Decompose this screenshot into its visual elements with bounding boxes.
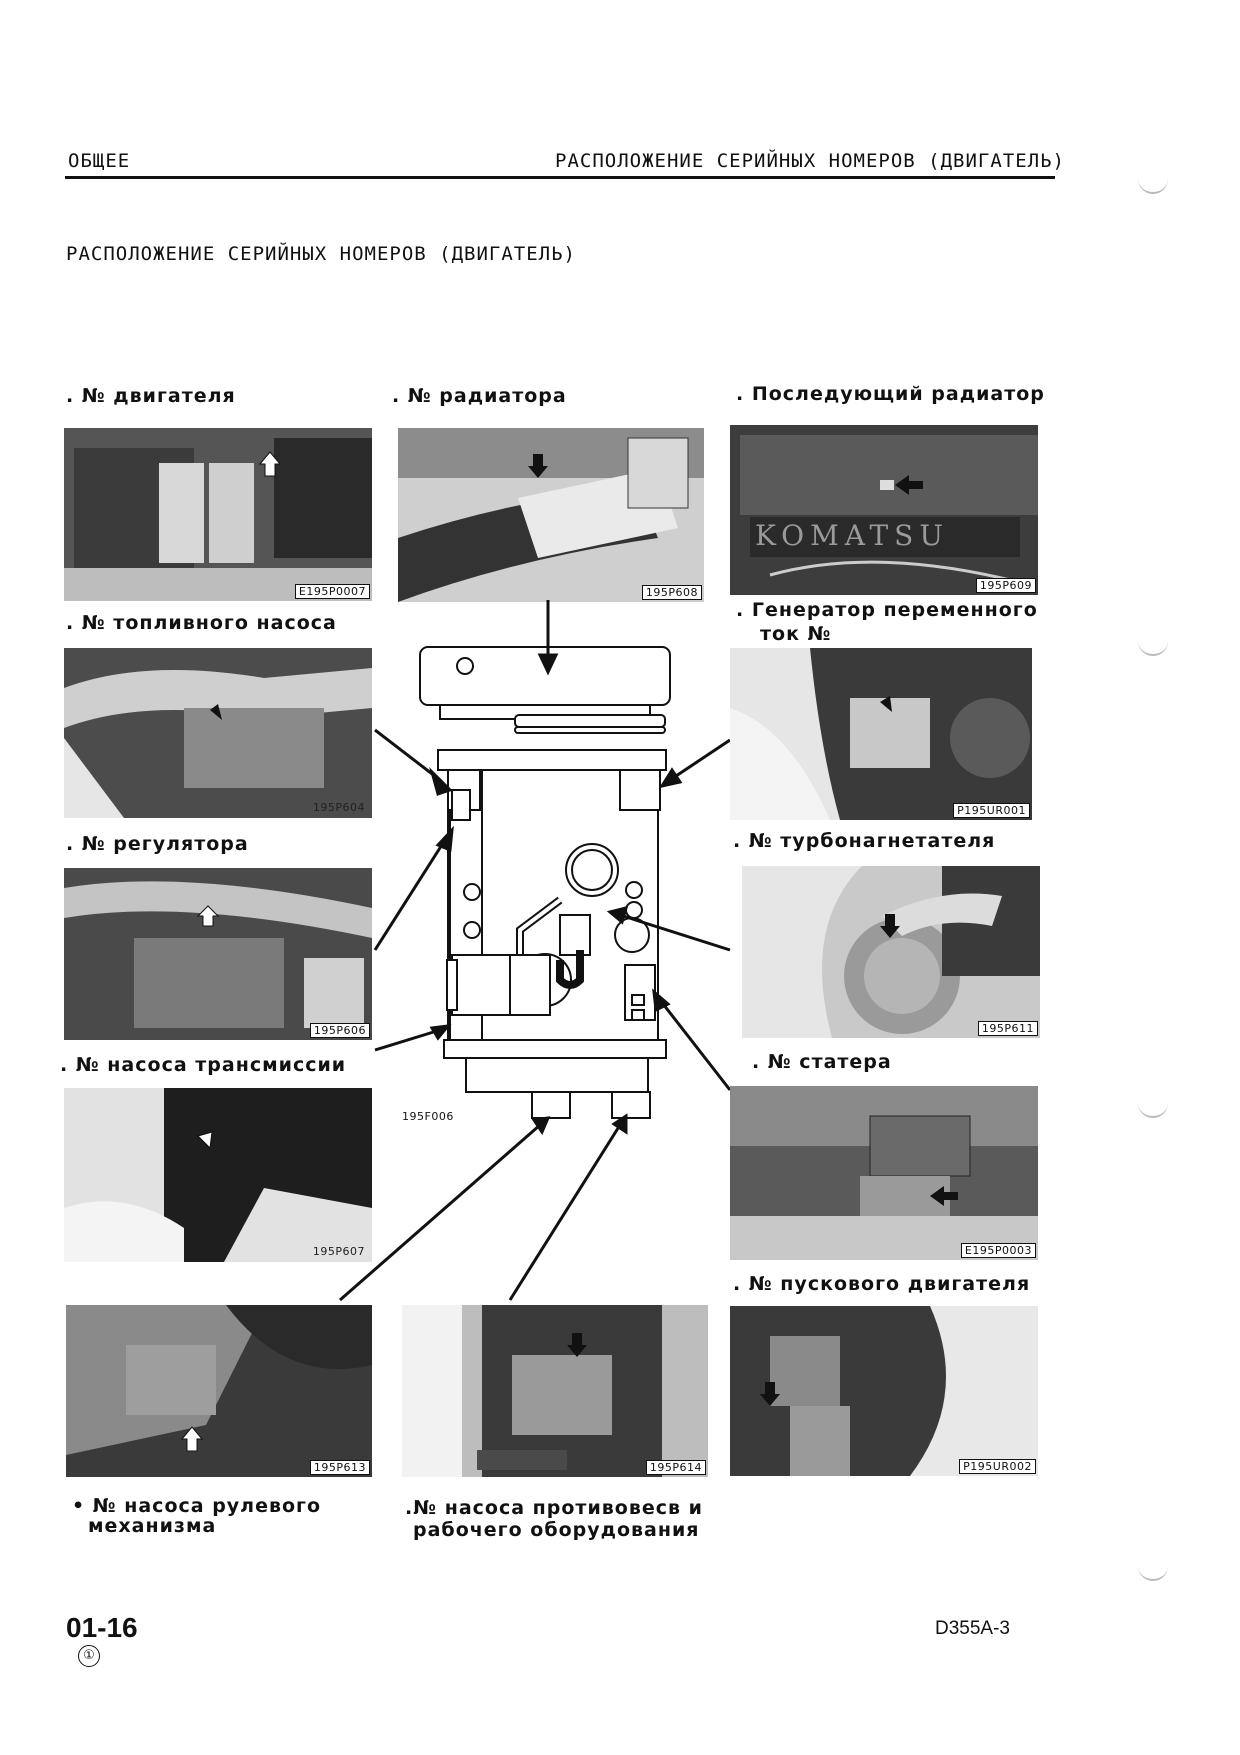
counterweight-pump-caption-2: рабочего оборудования xyxy=(413,1519,700,1541)
engine-photo: E195P0007 xyxy=(64,428,372,601)
engine-caption: . № двигателя xyxy=(66,385,236,407)
header-rule xyxy=(65,176,1055,179)
punch-mark xyxy=(1138,168,1168,194)
governor-photo: 195P606 xyxy=(64,868,372,1040)
turbo-caption: . № турбонагнетателя xyxy=(733,830,996,852)
counterweight-pump-caption-1: .№ насоса противовесв и xyxy=(405,1497,703,1519)
photo-code: 195P609 xyxy=(975,578,1036,593)
steering-pump-photo: 195P613 xyxy=(66,1305,372,1477)
photo-code: 195P611 xyxy=(977,1021,1038,1036)
page-number: 01-16 xyxy=(66,1612,138,1643)
transmission-pump-caption: . № насоса трансмиссии xyxy=(60,1054,347,1076)
punch-mark xyxy=(1138,1092,1168,1118)
fuel-pump-photo: 195P604 xyxy=(64,648,372,818)
revision-mark: ① xyxy=(78,1645,100,1667)
starter-caption: . № статера xyxy=(752,1051,892,1073)
svg-text:KOMATSU: KOMATSU xyxy=(755,519,949,552)
page-title: РАСПОЛОЖЕНИЕ СЕРИЙНЫХ НОМЕРОВ (ДВИГАТЕЛЬ… xyxy=(66,243,576,265)
photo-code: P195UR002 xyxy=(959,1459,1036,1474)
photo-code: 195P604 xyxy=(312,801,365,814)
header-section: ОБЩЕЕ xyxy=(68,150,131,172)
turbo-photo: 195P611 xyxy=(742,866,1040,1038)
punch-mark xyxy=(1138,630,1168,656)
photo-code: 195P607 xyxy=(312,1245,365,1258)
counterweight-pump-photo: 195P614 xyxy=(402,1305,708,1477)
governor-caption: . № регулятора xyxy=(66,833,249,855)
radiator-caption: . № радиатора xyxy=(392,385,567,407)
photo-code: E195P0007 xyxy=(294,584,370,599)
photo-code: 195P613 xyxy=(309,1460,370,1475)
steering-pump-caption-1: • № насоса рулевого xyxy=(72,1495,322,1517)
alternator-photo: P195UR001 xyxy=(730,648,1032,820)
alternator-caption-1: . Генератор переменного xyxy=(736,599,1038,621)
pony-engine-photo: P195UR002 xyxy=(730,1306,1038,1476)
starter-photo: E195P0003 xyxy=(730,1086,1038,1260)
aftercooler-caption: . Последующий радиатор xyxy=(736,383,1045,405)
aftercooler-photo: KOMATSU 195P609 xyxy=(730,425,1038,595)
photo-code: E195P0003 xyxy=(960,1243,1036,1258)
transmission-pump-photo: 195P607 xyxy=(64,1088,372,1262)
fuel-pump-caption: . № топливного насоса xyxy=(66,612,337,634)
photo-code: 195P606 xyxy=(309,1023,370,1038)
radiator-photo: 195P608 xyxy=(398,428,704,602)
steering-pump-caption-2: механизма xyxy=(88,1515,217,1537)
alternator-caption-2: ток № xyxy=(760,623,832,645)
diagram-code: 195F006 xyxy=(402,1110,454,1123)
model-code: D355A-3 xyxy=(935,1618,1010,1639)
pony-engine-caption: . № пускового двигателя xyxy=(733,1273,1031,1295)
punch-mark xyxy=(1138,1555,1168,1581)
photo-code: P195UR001 xyxy=(953,803,1030,818)
photo-code: 195P614 xyxy=(645,1460,706,1475)
header-title: РАСПОЛОЖЕНИЕ СЕРИЙНЫХ НОМЕРОВ (ДВИГАТЕЛЬ… xyxy=(555,150,1065,172)
photo-code: 195P608 xyxy=(641,585,702,600)
